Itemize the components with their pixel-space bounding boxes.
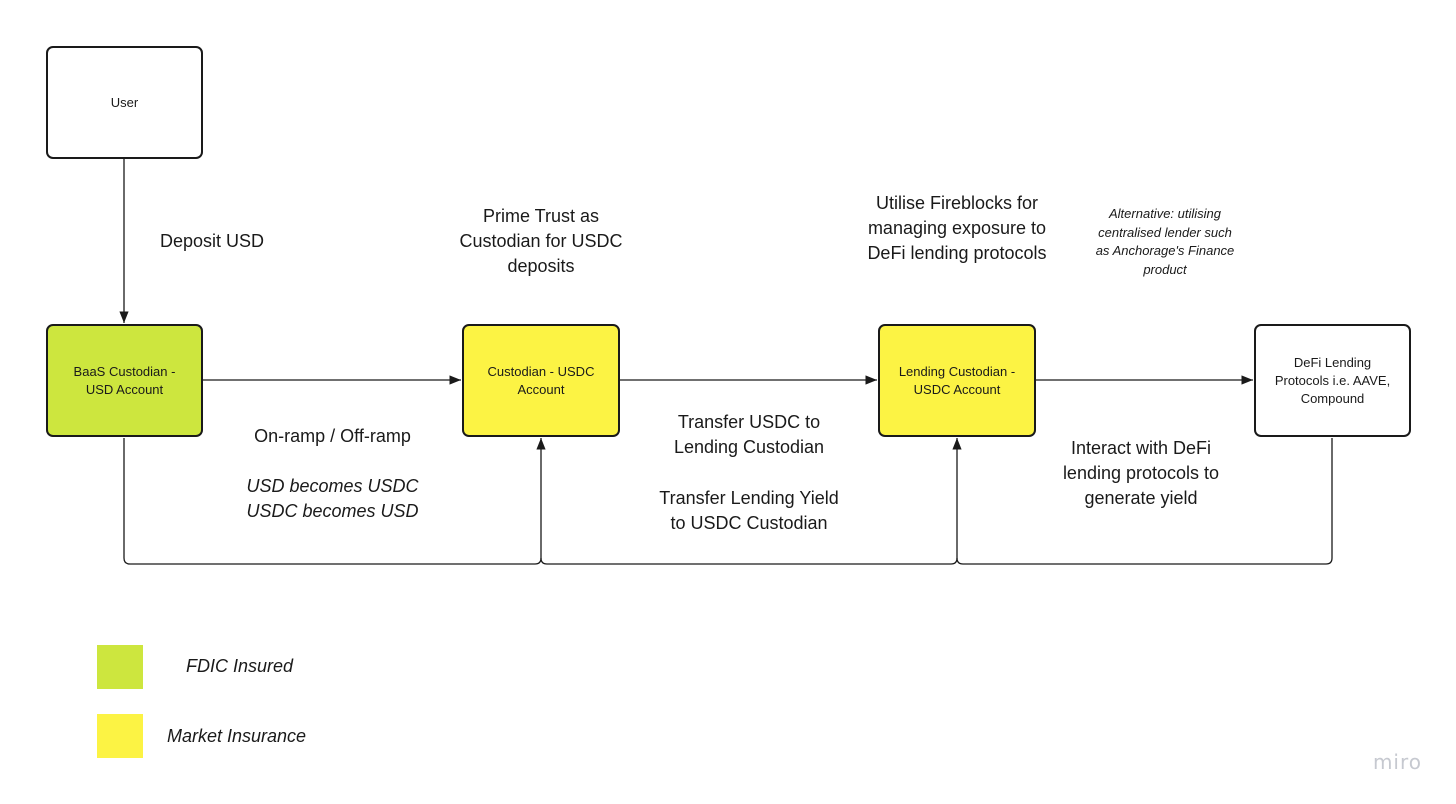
custodian-usdc-label: Custodian - USDC Account <box>487 363 595 397</box>
baas-custodian-node[interactable]: BaaS Custodian - USD Account <box>46 324 203 437</box>
fireblocks-label: Utilise Fireblocks for managing exposure… <box>867 193 1047 263</box>
lending-custodian-label: Lending Custodian - USDC Account <box>898 363 1016 397</box>
user-node[interactable]: User <box>46 46 203 159</box>
legend-label-market: Market Insurance <box>167 726 307 746</box>
user-node-label: User <box>110 94 139 110</box>
transfer-yield-label: Transfer Lending Yield to USDC Custodian <box>659 488 839 533</box>
connector-defi-return-to-lending <box>956 438 1333 565</box>
defi-protocols-label: DeFi Lending Protocols i.e. AAVE, Compou… <box>1274 354 1391 406</box>
deposit-usd-label: Deposit USD <box>159 231 265 251</box>
legend-label-fdic: FDIC Insured <box>186 656 294 676</box>
baas-custodian-label: BaaS Custodian - USD Account <box>73 363 176 397</box>
legend-swatch-market <box>97 714 143 758</box>
interact-defi-label: Interact with DeFi lending protocols to … <box>1062 438 1220 508</box>
legend-swatch-fdic <box>97 645 143 689</box>
miro-watermark: miro <box>1372 750 1422 774</box>
usd-becomes-usdc-label: USD becomes USDC USDC becomes USD <box>246 476 419 521</box>
transfer-usdc-label: Transfer USDC to Lending Custodian <box>673 412 825 457</box>
prime-trust-label: Prime Trust as Custodian for USDC deposi… <box>459 206 623 276</box>
lending-custodian-node[interactable]: Lending Custodian - USDC Account <box>878 324 1036 437</box>
onramp-label: On-ramp / Off-ramp <box>254 426 411 446</box>
alternative-note: Alternative: utilising centralised lende… <box>1095 206 1235 277</box>
custodian-usdc-node[interactable]: Custodian - USDC Account <box>462 324 620 437</box>
defi-protocols-node[interactable]: DeFi Lending Protocols i.e. AAVE, Compou… <box>1254 324 1411 437</box>
